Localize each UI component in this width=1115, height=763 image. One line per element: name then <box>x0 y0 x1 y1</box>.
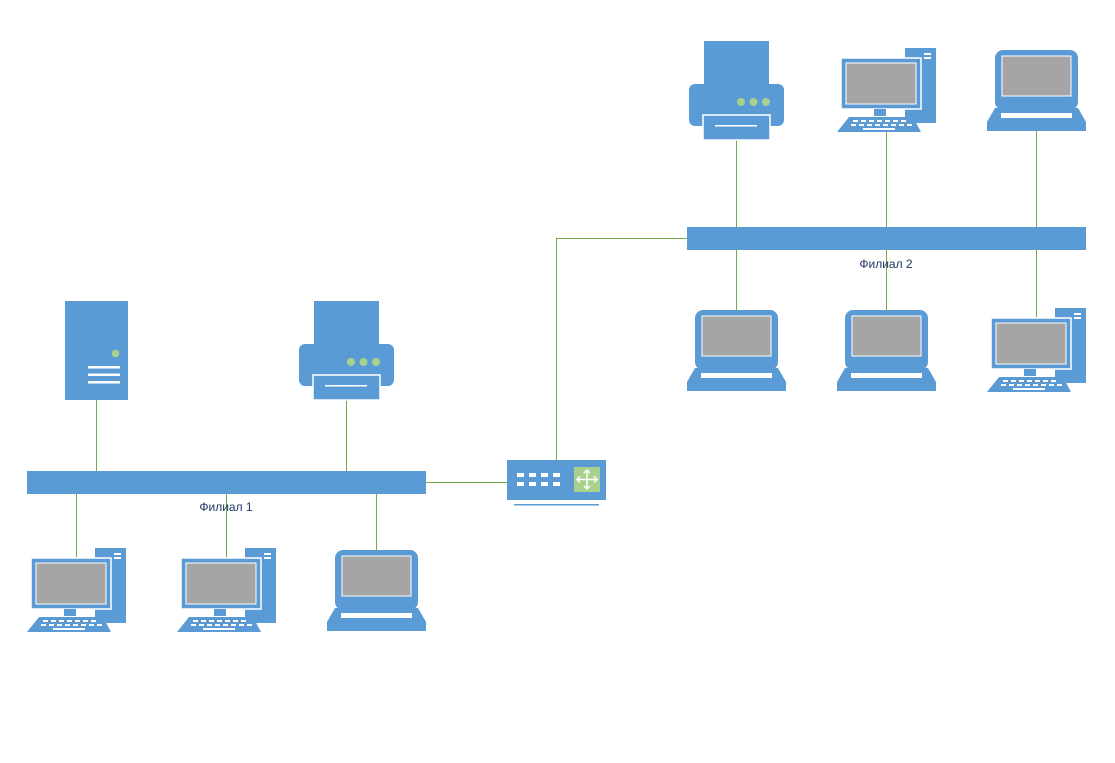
connections <box>76 130 1037 558</box>
segment-label-branch1: Филиал 1 <box>199 500 253 514</box>
server-icon <box>65 301 128 400</box>
laptop-icon <box>327 550 426 631</box>
laptop-icon <box>687 310 786 391</box>
printer-icon <box>689 41 784 141</box>
desktop-pc-icon <box>27 548 126 632</box>
laptop-icon <box>987 50 1086 131</box>
desktop-pc-icon <box>177 548 276 632</box>
segment-label-branch2: Филиал 2 <box>859 257 913 271</box>
link-router-b2 <box>556 238 687 460</box>
router-switch-icon <box>507 460 606 506</box>
segment-bar-branch1 <box>27 471 426 494</box>
desktop-pc-icon <box>987 308 1086 392</box>
segment-bar-branch2 <box>687 227 1086 250</box>
laptop-icon <box>837 310 936 391</box>
printer-icon <box>299 301 394 401</box>
desktop-pc-icon <box>837 48 936 132</box>
